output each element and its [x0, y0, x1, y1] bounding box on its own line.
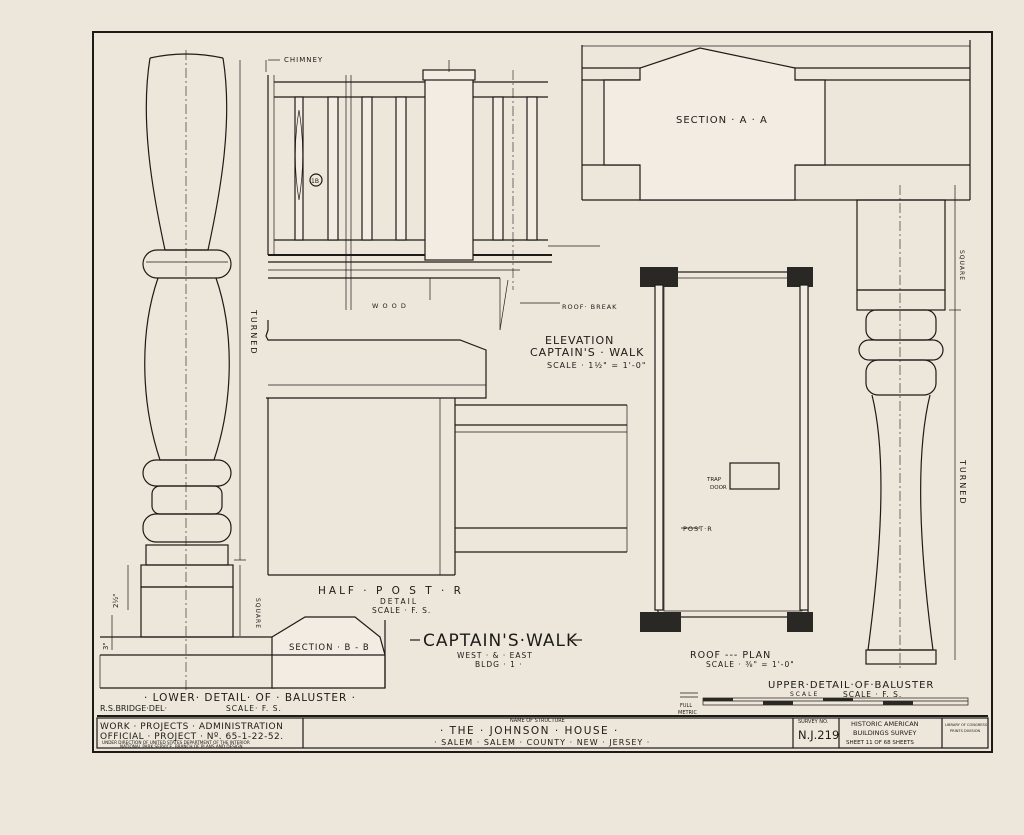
wpa-line-3: UNDER DIRECTION OF UNITED STATES DEPARTM…: [102, 740, 250, 745]
lower-baluster-detail: 2½" 3": [99, 50, 275, 690]
turned-label-right: TURNED: [958, 459, 967, 506]
chimney-label: CHIMNEY: [284, 56, 323, 64]
scale-bar-label: SCALE: [790, 691, 819, 698]
elevation-scale: SCALE · 1½" = 1'-0": [547, 361, 647, 370]
habs-line-2: BUILDINGS SURVEY: [853, 729, 916, 737]
main-subtitle-2: BLDG · 1 ·: [475, 660, 523, 669]
half-post-scale: SCALE · F. S.: [372, 606, 431, 615]
main-subtitle-1: WEST · & · EAST: [457, 651, 533, 660]
library-line-2: PRINTS DIVISION: [950, 729, 981, 733]
section-bb-label: SECTION · B - B: [289, 643, 370, 653]
structure-name: · THE · JOHNSON · HOUSE ·: [440, 725, 619, 737]
elevation-captains-walk: [265, 59, 600, 331]
roof-plan: [640, 267, 813, 632]
section-aa-label: SECTION · A · A: [676, 115, 768, 126]
half-post-detail: [265, 320, 628, 576]
survey-no-label: SURVEY NO.: [798, 719, 829, 725]
sheet-info: SHEET 11 OF 68 SHEETS: [846, 740, 914, 746]
elevation-title: ELEVATION: [545, 334, 614, 347]
wpa-line-4: NATIONAL PARK SERVICE, BRANCH OF PLANS A…: [120, 744, 243, 749]
lower-detail-scale: SCALE· F. S.: [226, 704, 282, 713]
library-line-1: LIBRARY OF CONGRESS: [945, 723, 988, 727]
svg-text:3": 3": [102, 642, 110, 650]
square-label-left: SQUARE: [254, 598, 261, 629]
sheet-border: [92, 31, 993, 753]
svg-text:2½": 2½": [112, 594, 120, 608]
half-post-detail-label: DETAIL: [380, 597, 418, 606]
post-r-label: POST·R: [683, 525, 713, 533]
title-block: [96, 715, 989, 749]
elevation-title-2: CAPTAIN'S · WALK: [530, 346, 644, 359]
roof-plan-title: ROOF --- PLAN: [690, 650, 771, 661]
trap-door-label-2: DOOR: [710, 485, 727, 491]
wpa-line-2: OFFICIAL · PROJECT · Nº. 65-1-22-52.: [100, 732, 284, 742]
wood-label: W O O D: [372, 302, 407, 310]
upper-baluster-detail: [856, 185, 961, 670]
delineator: R.S.BRIDGE·DEL·: [100, 704, 167, 713]
section-bb: [271, 616, 386, 689]
survey-number: N.J.219: [798, 728, 839, 742]
upper-detail-title: UPPER·DETAIL·OF·BALUSTER: [768, 680, 934, 691]
wpa-line-1: WORK · PROJECTS · ADMINISTRATION: [100, 722, 283, 732]
trap-door-label: TRAP: [706, 477, 722, 483]
metric-label-2: METRIC: [678, 710, 697, 716]
scale-bar: [680, 692, 969, 706]
upper-detail-scale: SCALE · F. S.: [843, 690, 902, 699]
main-title: CAPTAIN'S·WALK: [423, 631, 578, 651]
baluster-tag: 1B: [311, 178, 319, 185]
metric-label-1: FULL: [680, 703, 692, 709]
structure-location: · SALEM · SALEM · COUNTY · NEW · JERSEY …: [434, 738, 650, 747]
name-of-structure-label: NAME OF STRUCTURE: [510, 718, 565, 724]
roof-plan-scale: SCALE · ⅜" = 1'-0": [706, 660, 795, 669]
turned-label-left: TURNED: [249, 309, 258, 356]
square-label-right: SQUARE: [958, 250, 965, 281]
habs-line-1: HISTORIC AMERICAN: [851, 720, 919, 728]
roof-break-label: ROOF· BREAK: [562, 303, 617, 311]
lower-detail-title: · LOWER· DETAIL· OF · BALUSTER ·: [144, 692, 356, 704]
half-post-title: HALF · P O S T · R: [318, 585, 464, 597]
section-aa: [581, 40, 971, 201]
